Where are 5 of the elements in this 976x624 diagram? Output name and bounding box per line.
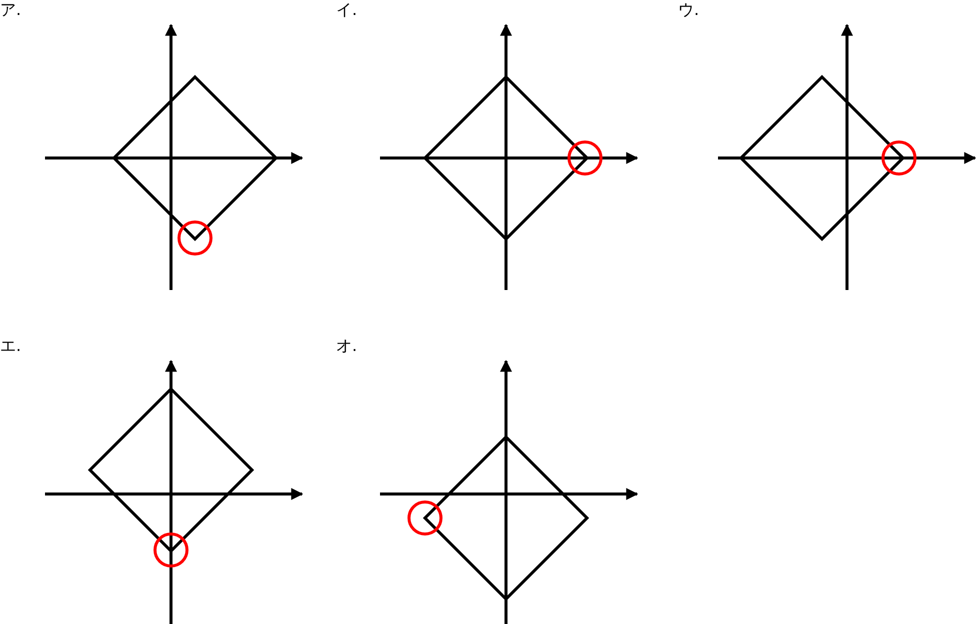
option-label: ア. [0, 2, 22, 18]
option-label: エ. [0, 338, 22, 354]
option-label: ウ. [678, 2, 700, 18]
option-label: イ. [336, 2, 358, 18]
option-label: オ. [336, 338, 358, 354]
